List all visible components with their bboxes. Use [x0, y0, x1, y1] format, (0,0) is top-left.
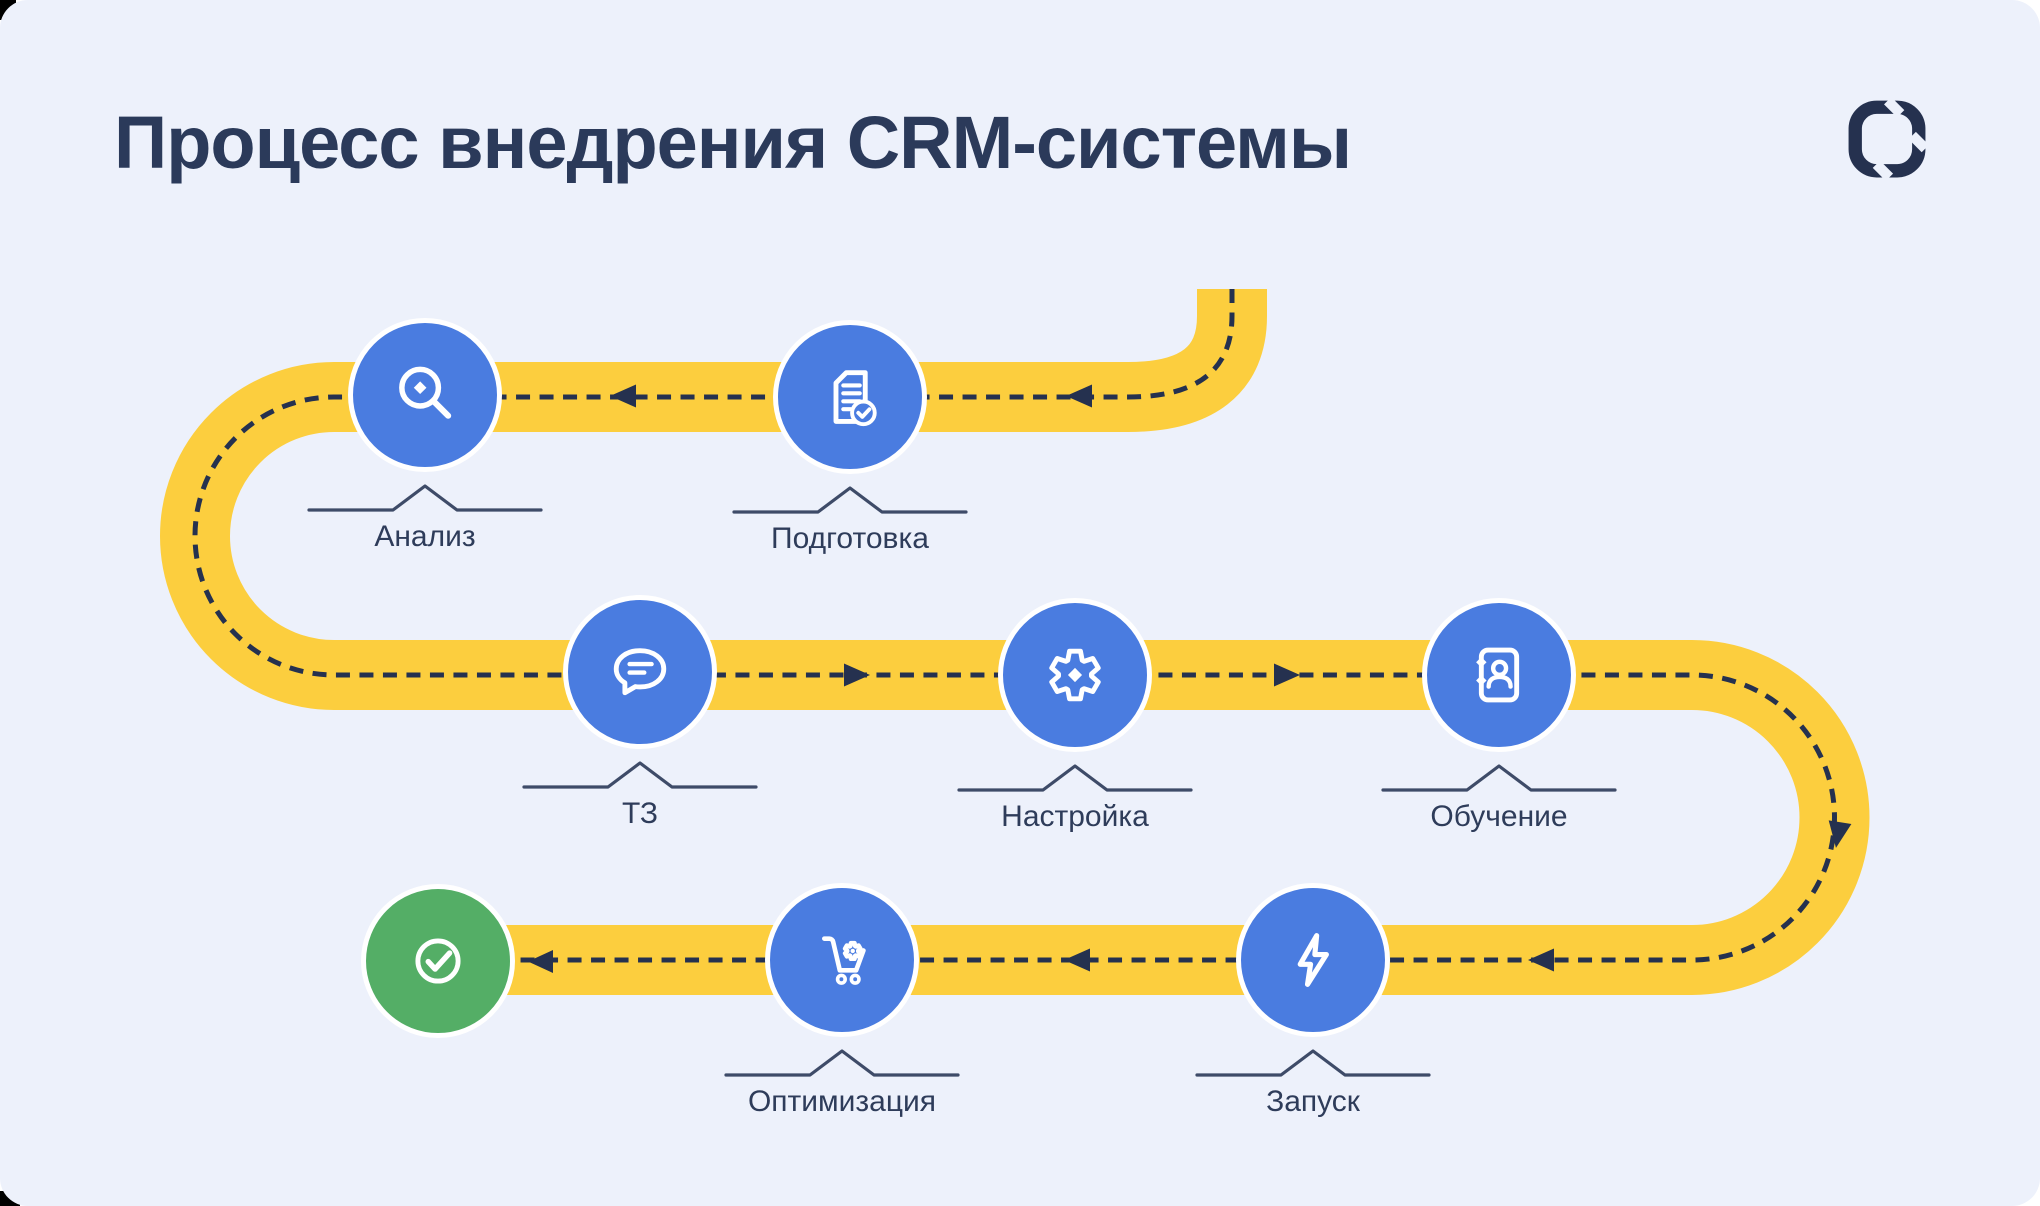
finish-node: [361, 884, 515, 1038]
step-label-block: Настройка: [957, 759, 1193, 834]
arrow-left-icon: [610, 384, 636, 408]
search-icon: [399, 366, 452, 419]
label-bracket: [724, 1049, 960, 1077]
label-bracket: [1195, 1049, 1431, 1077]
step-label: Запуск: [1266, 1085, 1360, 1118]
step-node-optimization: [765, 883, 919, 1037]
label-bracket: [957, 764, 1193, 792]
label-bracket: [732, 486, 968, 514]
contact-book-icon: [1476, 647, 1520, 703]
loop-logo-icon: [1848, 98, 1928, 180]
label-bracket: [1381, 764, 1617, 792]
step-label-block: Запуск: [1195, 1044, 1431, 1119]
step-node-configuration: [998, 598, 1152, 752]
gear-icon: [1049, 648, 1101, 702]
label-bracket: [522, 761, 758, 789]
step-node-launch: [1236, 883, 1390, 1037]
label-bracket: [307, 484, 543, 512]
arrow-left-icon: [1066, 384, 1092, 408]
step-label: Оптимизация: [747, 1085, 937, 1118]
step-label: Настройка: [1001, 800, 1149, 833]
step-label-block: Оптимизация: [724, 1044, 960, 1119]
arrow-left-icon: [1528, 948, 1554, 972]
step-label: Подготовка: [771, 522, 929, 555]
step-label-block: Обучение: [1381, 759, 1617, 834]
arrow-down-icon: [1828, 820, 1852, 848]
step-label: Анализ: [374, 520, 476, 553]
page-title: Процесс внедрения CRM-системы: [114, 101, 1352, 184]
step-node-preparation: [773, 320, 927, 474]
chat-bubble-icon: [613, 648, 667, 696]
check-circle-icon: [415, 938, 461, 984]
direction-arrows: [528, 384, 1852, 973]
step-label-block: Анализ: [307, 479, 543, 554]
lightning-icon: [1297, 933, 1329, 987]
arrow-right-icon: [844, 663, 870, 687]
step-label-block: ТЗ: [522, 756, 758, 831]
cart-gear-icon: [822, 936, 866, 985]
arrow-right-icon: [1274, 663, 1300, 687]
route-dashed-line: [192, 289, 1837, 963]
step-node-specification: [563, 595, 717, 749]
arrow-left-icon: [528, 950, 553, 973]
arrow-left-icon: [1064, 948, 1090, 972]
step-label-block: Подготовка: [732, 481, 968, 556]
document-check-icon: [833, 370, 877, 427]
step-node-analysis: [348, 318, 502, 472]
step-label: Обучение: [1430, 800, 1568, 833]
step-label: ТЗ: [621, 797, 659, 830]
step-node-training: [1422, 598, 1576, 752]
